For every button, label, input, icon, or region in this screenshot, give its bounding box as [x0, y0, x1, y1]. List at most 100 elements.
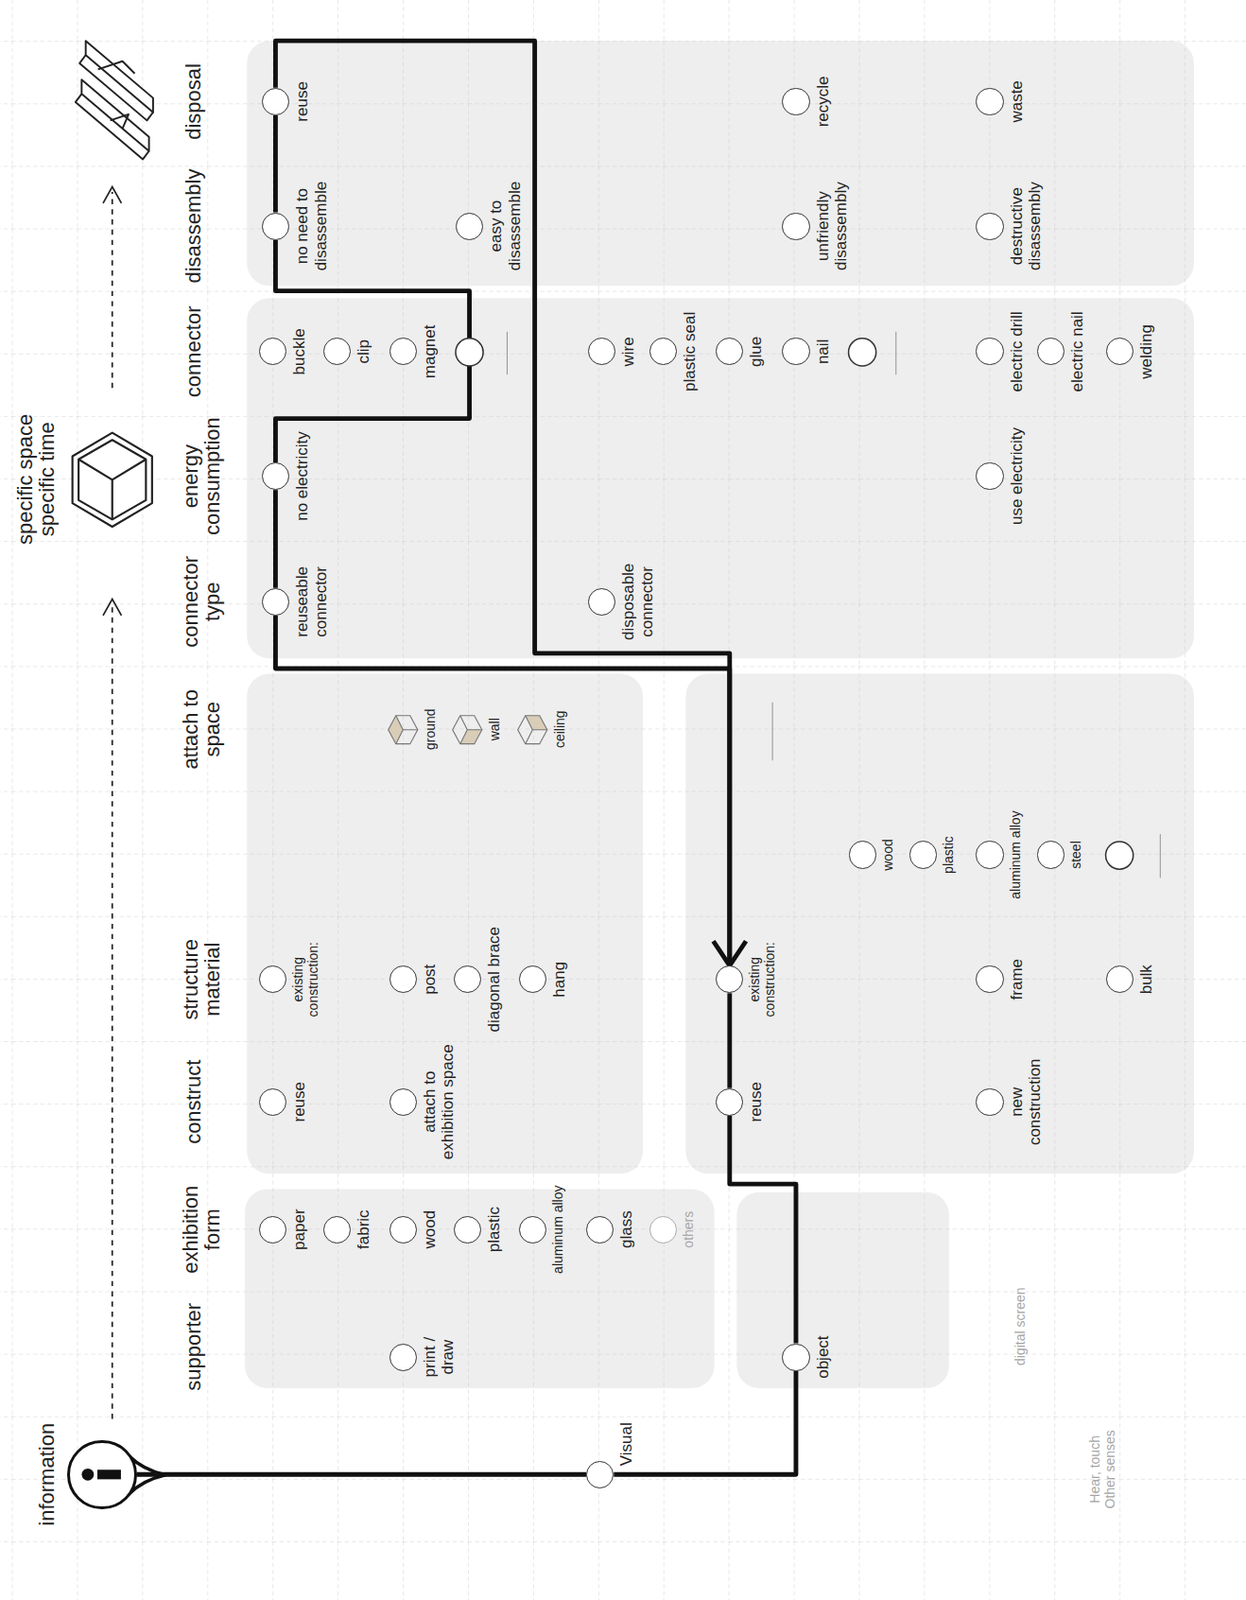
option-circle: others [649, 1215, 677, 1244]
cube-outline [72, 432, 153, 527]
option-label: buckle [290, 328, 310, 375]
option-circle: diagonal brace [453, 965, 482, 993]
option-label: use electricity [1007, 427, 1027, 525]
option-circle: post [389, 965, 417, 993]
divider [772, 702, 774, 762]
option-circle: plastic [909, 840, 937, 868]
option-label: wood [880, 838, 896, 870]
option-label: others [680, 1211, 696, 1248]
option-circle: disposable connector [588, 588, 616, 616]
flow-path [275, 40, 729, 966]
option-label: reuse [746, 1081, 766, 1123]
option-label: reuseable connector [293, 553, 330, 649]
option-circle: steel [1037, 840, 1065, 868]
option-circle: reuseable connector [261, 588, 290, 616]
option-label: Visual [617, 1421, 637, 1466]
empty-circle [455, 338, 484, 366]
empty-circle [848, 338, 877, 366]
info-stem [97, 1469, 122, 1479]
option-circle: attach to exhibition space [389, 1088, 417, 1116]
flow-line [275, 240, 469, 463]
column-header: exhibition form [179, 1165, 224, 1294]
option-circle: no electricity [261, 462, 290, 490]
flow-path [729, 1115, 797, 1344]
column-header: connector [183, 306, 206, 399]
option-label: diagonal brace [484, 926, 504, 1033]
cube-edges [396, 714, 418, 744]
option-label: existing construction: [290, 936, 321, 1022]
option-circle: wire [588, 337, 616, 365]
option-circle: wood [389, 1215, 417, 1244]
option-circle: reuse [261, 87, 290, 116]
dividers [506, 331, 1160, 879]
flow-path [275, 615, 729, 966]
cube-edges [525, 714, 548, 744]
option-label: welding [1137, 324, 1157, 380]
option-circle: nail [781, 337, 810, 365]
space-cube-icon [72, 432, 153, 527]
option-circle: glue [715, 337, 744, 365]
option-label: easy to disassemble [486, 178, 524, 274]
option-label: steel [1068, 840, 1084, 869]
option-circle: existing construction: [259, 965, 287, 993]
cube-outline [452, 714, 483, 744]
option-circle: plastic seal [649, 337, 677, 365]
option-label: existing construction: [746, 936, 778, 1022]
option-circle: no need to disassemble [261, 212, 290, 241]
option-label: aluminum alloy [550, 1185, 566, 1274]
option-circle: clip [323, 337, 351, 365]
option-circle: aluminum alloy [519, 1215, 547, 1244]
option-circle: buckle [259, 337, 287, 365]
cube-symbol [450, 712, 485, 746]
option-label: wood [420, 1210, 440, 1249]
option-label: post [420, 964, 440, 995]
cube-symbol [386, 712, 420, 746]
option-circle: object [781, 1343, 810, 1371]
column-header: disposal [183, 63, 206, 140]
option-label: plastic [484, 1206, 504, 1252]
cube-face [388, 714, 404, 744]
option-circle: wood [848, 840, 877, 868]
info-dot [82, 1468, 95, 1481]
flow-path [613, 1370, 797, 1475]
option-label: frame [1007, 958, 1027, 1000]
column-header: connector type [179, 537, 224, 666]
option-circle: aluminum alloy [975, 840, 1004, 868]
dashed-arrow [111, 604, 114, 1419]
option-label: information [34, 1422, 59, 1526]
flow-line [275, 615, 729, 966]
flow-path [273, 489, 278, 589]
flow-path [137, 1471, 587, 1477]
space-time-label: specific space specific time [14, 408, 58, 551]
divider [506, 331, 508, 375]
grey-note: digital screen [1012, 1286, 1028, 1366]
option-circle: electric drill [975, 337, 1004, 365]
option-label: attach to exhibition space [420, 1041, 458, 1161]
option-circle: glass [586, 1215, 614, 1244]
option-label: plastic [940, 835, 956, 874]
option-circle: print / draw [389, 1343, 417, 1371]
option-label: new construction [1007, 1054, 1045, 1149]
column-header: energy consumption [179, 412, 224, 540]
flow-path [726, 992, 732, 1088]
option-label: disposable connector [619, 553, 657, 649]
option-label: reuse [290, 1081, 310, 1123]
option-circle: destructive disassembly [975, 212, 1004, 241]
arrow-head [713, 940, 747, 966]
option-circle: unfriendly disassembly [781, 212, 810, 241]
option-label: print / draw [420, 1328, 458, 1385]
divider [895, 331, 897, 375]
option-circle: plastic [453, 1215, 482, 1244]
connector-group [137, 40, 797, 1474]
arrow-head [103, 599, 122, 616]
option-label: paper [290, 1208, 310, 1249]
column-header: disassembly [183, 169, 206, 284]
option-label: plastic seal [680, 311, 700, 392]
option-label: hang [550, 961, 570, 998]
flow-path [275, 240, 469, 463]
flow-line [275, 489, 277, 589]
grey-note: Hear, touch Other senses [1087, 1426, 1118, 1512]
option-circle: welding [1106, 337, 1134, 365]
